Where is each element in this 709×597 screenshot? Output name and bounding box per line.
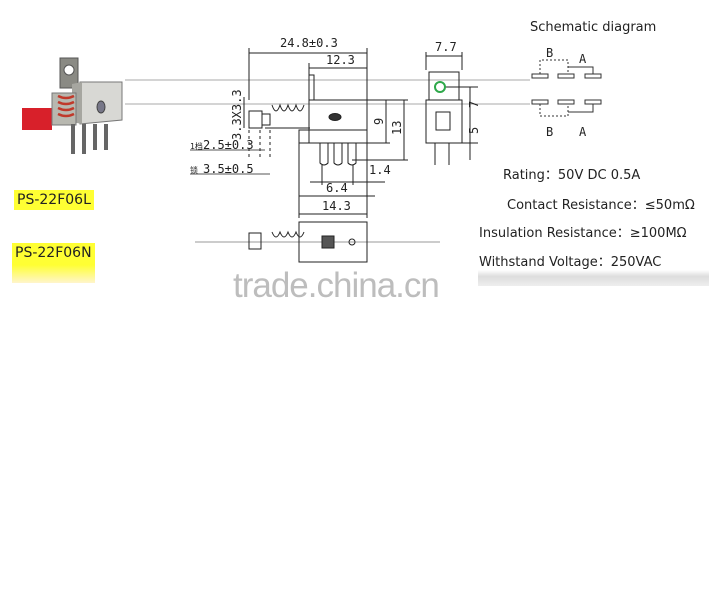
travel-1-prefix-glyph: 1档	[190, 141, 203, 151]
dim-front-5: 5	[467, 127, 481, 134]
spec-rating: Rating：50V DC 0.5A	[503, 168, 641, 183]
dim-body-length: 12.3	[326, 53, 355, 67]
schematic-title: Schematic diagram	[530, 20, 657, 35]
schematic-diagram: B A B A	[531, 46, 602, 139]
n-type-view	[195, 221, 440, 263]
dim-height-13: 13	[390, 121, 404, 135]
dim-pin-6-4: 6.4	[326, 181, 348, 195]
dim-height-9: 9	[372, 118, 386, 125]
side-view	[190, 48, 408, 218]
model-label-l: PS-22F06L	[14, 190, 94, 210]
spec-insulation-resistance: Insulation Resistance：≥100MΩ	[479, 226, 687, 241]
spec-contact-resistance: Contact Resistance：≤50mΩ	[507, 198, 695, 213]
dim-front-7: 7	[467, 101, 481, 108]
schematic-label-a-bottom: A	[579, 125, 587, 139]
model-label-n: PS-22F06N	[12, 243, 95, 283]
mount-hole-icon	[434, 81, 446, 93]
spec-withstand-voltage: Withstand Voltage：250VAC	[479, 255, 662, 270]
dim-pin-1-4: 1.4	[369, 163, 391, 177]
dim-plunger: 3.3X3.3	[230, 89, 244, 140]
dim-travel-2: 3.5±0.5	[203, 162, 254, 176]
dim-base-14-3: 14.3	[322, 199, 351, 213]
schematic-label-b-top: B	[546, 46, 553, 60]
schematic-label-a-top: A	[579, 52, 587, 66]
front-view	[425, 52, 478, 165]
travel-2-prefix-glyph: 锁	[190, 165, 198, 175]
watermark: trade.china.cn	[233, 266, 440, 305]
dim-width: 7.7	[435, 40, 457, 54]
switch-product-photo	[22, 57, 123, 154]
dim-travel-1: 2.5±0.3	[203, 138, 254, 152]
dim-overall-length: 24.8±0.3	[280, 36, 338, 50]
schematic-label-b-bottom: B	[546, 125, 553, 139]
blur-band	[478, 270, 709, 286]
